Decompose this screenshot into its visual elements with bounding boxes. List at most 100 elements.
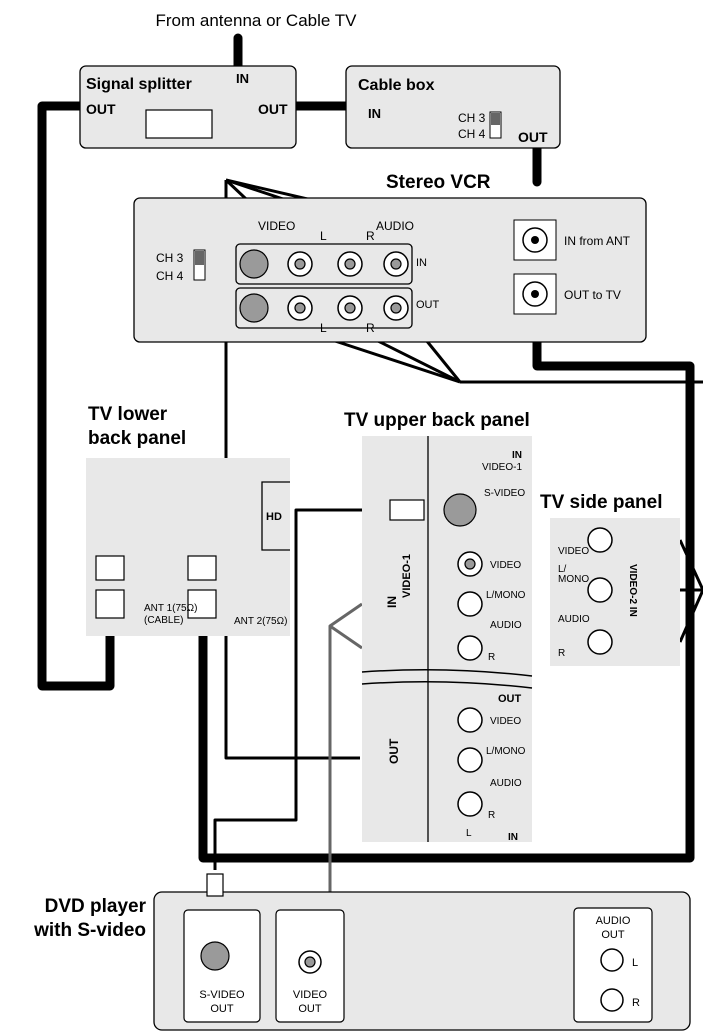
dvd-audio-l-label: L <box>632 957 638 969</box>
vcr-ch4: CH 4 <box>156 269 184 283</box>
vcr-in-jack-group <box>235 243 413 285</box>
tv-upper-out-video-label: VIDEO <box>490 716 521 727</box>
vcr-ant-in-pin <box>531 236 539 244</box>
tv-svideo-plug <box>389 499 425 521</box>
tv-upper-bottom-l: L <box>466 828 472 839</box>
tv-audio-l-out-jack[interactable] <box>457 747 483 773</box>
tv-svideo-in-jack[interactable] <box>443 493 477 527</box>
splitter-in-label: IN <box>236 71 249 86</box>
cablebox-ch4: CH 4 <box>458 127 486 141</box>
vcr-title: Stereo VCR <box>386 172 491 193</box>
vcr-svideo-out-jack[interactable] <box>239 293 269 323</box>
tv-upper-out-audio-label: AUDIO <box>490 778 522 789</box>
tv-lower-title-1: TV lower <box>88 404 168 425</box>
splitter-out-right: OUT <box>258 101 288 117</box>
tv-upper-lmono-label: L/MONO <box>486 590 526 601</box>
tv-upper-bottom-in: IN <box>508 832 518 843</box>
tv-lower-hd-outline <box>261 481 290 551</box>
tv-upper-out-label: OUT <box>498 693 522 705</box>
cablebox-in-label: IN <box>368 106 381 121</box>
vcr-in-from-ant: IN from ANT <box>564 234 631 248</box>
dvd-audio-cable-r <box>329 624 363 650</box>
tv-audio-r-in-jack[interactable] <box>457 635 483 661</box>
tv-video-out-jack[interactable] <box>457 707 483 733</box>
vcr-in-label: IN <box>416 257 427 269</box>
tv-lower-hd-label: HD <box>266 511 282 523</box>
cablebox-ch3: CH 3 <box>458 111 486 125</box>
dvd-audio-label-2: OUT <box>601 929 625 941</box>
dvd-title-2: with S-video <box>33 920 146 941</box>
vcr-audio-l-in-center <box>344 258 356 270</box>
tv-upper-video1-label: VIDEO-1 <box>482 462 522 473</box>
tv-side-r-label: R <box>558 648 565 659</box>
vcr-in-cable-bundle <box>224 180 360 760</box>
ant1-label-2: (CABLE) <box>144 615 183 626</box>
tv-side-lmono-1: L/ <box>558 564 567 575</box>
tv-upper-out-r-label: R <box>488 810 495 821</box>
tv-side-video-label: VIDEO <box>558 546 589 557</box>
tv-side-video-jack[interactable] <box>587 527 613 553</box>
tv-side-audio-r-jack[interactable] <box>587 629 613 655</box>
tv-upper-video-label: VIDEO <box>490 560 521 571</box>
tv-upper-in-label: IN <box>512 450 522 461</box>
tv-side-title: TV side panel <box>540 492 662 513</box>
vcr-video-label: VIDEO <box>258 219 295 233</box>
cablebox-title: Cable box <box>358 77 435 94</box>
dvd-video-out-center <box>304 956 316 968</box>
tv-upper-side-video1: VIDEO-1 <box>401 554 413 598</box>
coax-vcr-to-tv-ant2 <box>198 335 695 863</box>
cablebox-switch-knob <box>491 113 500 125</box>
vcr-out-cable-r <box>424 339 462 383</box>
vcr-out-cable-video <box>331 338 461 384</box>
ant1-connector[interactable] <box>95 589 125 619</box>
splitter-title: Signal splitter <box>86 76 192 93</box>
tv-upper-break-1 <box>361 669 533 677</box>
svideo-cable-dvd-to-tv <box>213 508 388 870</box>
tv-upper-side-in: IN <box>385 596 399 608</box>
signal-splitter <box>79 65 297 149</box>
vcr-ant-out-pin <box>531 290 539 298</box>
tv-audio-l-in-jack[interactable] <box>457 591 483 617</box>
dvd-video-label-2: OUT <box>298 1003 322 1015</box>
dvd-audio-r-jack[interactable] <box>600 988 624 1012</box>
dvd-svideo-label-2: OUT <box>210 1003 234 1015</box>
tv-side-vertical-label: VIDEO-2 IN <box>627 564 638 617</box>
source-label: From antenna or Cable TV <box>156 11 358 30</box>
vcr-out-to-tv: OUT to TV <box>564 288 621 302</box>
dvd-audio-r-label: R <box>632 997 640 1009</box>
vcr-video-in-jack-center <box>294 258 306 270</box>
dvd-audio-l-jack[interactable] <box>600 948 624 972</box>
vcr-out-label: OUT <box>416 299 440 311</box>
tv-side-lmono-2: MONO <box>558 574 589 585</box>
vcr-audio-r-out-center <box>390 302 402 314</box>
ant2-connector[interactable] <box>187 589 217 619</box>
tv-upper-title: TV upper back panel <box>344 410 530 431</box>
tv-upper-svideo-label: S-VIDEO <box>484 488 525 499</box>
vcr-out-cable-l <box>375 338 461 384</box>
vcr-out-jack-group <box>235 287 413 329</box>
dvd-svideo-label-1: S-VIDEO <box>199 989 245 1001</box>
ant2-plug <box>187 555 217 581</box>
tv-side-panel <box>550 518 680 666</box>
ant1-label-1: ANT 1(75Ω) <box>144 603 197 614</box>
ant2-label: ANT 2(75Ω) <box>234 616 287 627</box>
cable-box <box>345 65 561 149</box>
tv-upper-out-lmono-label: L/MONO <box>486 746 526 757</box>
vcr-audio-r-in-center <box>390 258 402 270</box>
tv-upper-break-2 <box>361 681 533 689</box>
vcr-switch-knob <box>195 251 204 265</box>
cablebox-out-label: OUT <box>518 129 548 145</box>
coax-splitter-to-tv-ant1 <box>37 101 115 691</box>
tv-upper-audio-label: AUDIO <box>490 620 522 631</box>
tv-side-audio-l-jack[interactable] <box>587 577 613 603</box>
dvd-audio-label-1: AUDIO <box>596 915 631 927</box>
dvd-video-label-1: VIDEO <box>293 989 328 1001</box>
tv-side-audio-label: AUDIO <box>558 614 590 625</box>
tv-audio-r-out-jack[interactable] <box>457 791 483 817</box>
tv-lower-title-2: back panel <box>88 428 186 449</box>
tv-video-in-center <box>464 558 476 570</box>
dvd-svideo-out-jack[interactable] <box>200 941 230 971</box>
vcr-svideo-in-jack[interactable] <box>239 249 269 279</box>
